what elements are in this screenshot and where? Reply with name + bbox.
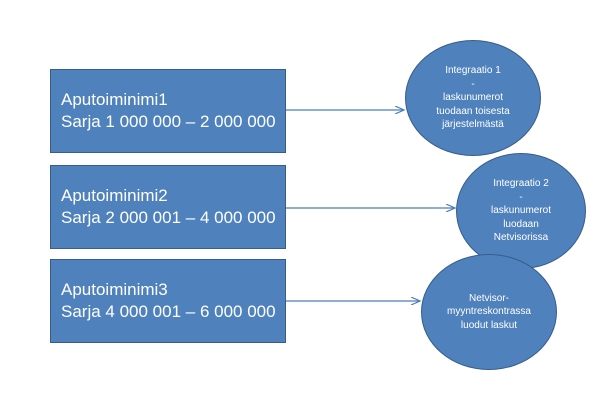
circle-line: Integraatio 1 <box>445 65 501 77</box>
circle-line: luodut laskut <box>460 319 518 331</box>
circle-integraatio-2: Integraatio 2 - laskunumerot luodaan Net… <box>456 153 586 269</box>
circle-netvisor: Netvisor- myyntreskontrassa luodut lasku… <box>421 254 557 370</box>
box-range: Sarja 2 000 001 – 4 000 000 <box>61 208 276 227</box>
circle-line: järjestelmästä <box>442 119 504 131</box>
circle-line: luodaan <box>503 218 539 230</box>
circle-line: - <box>519 191 523 203</box>
box-title: Aputoiminimi2 <box>61 186 168 205</box>
box-aputoiminimi3: Aputoiminimi3 Sarja 4 000 001 – 6 000 00… <box>50 259 286 343</box>
circle-line: tuodaan toisesta <box>436 105 510 117</box>
circle-line: laskunumerot <box>490 205 552 217</box>
circle-line: Netvisor- <box>468 292 509 304</box>
box-aputoiminimi1: Aputoiminimi1 Sarja 1 000 000 – 2 000 00… <box>50 69 286 153</box>
circle-line: Netvisorissa <box>493 232 549 244</box>
box-range: Sarja 1 000 000 – 2 000 000 <box>61 112 276 131</box>
circle-line: - <box>471 78 475 90</box>
circle-line: myyntreskontrassa <box>447 306 531 318</box>
box-aputoiminimi2: Aputoiminimi2 Sarja 2 000 001 – 4 000 00… <box>50 165 286 249</box>
circle-integraatio-1: Integraatio 1 - laskunumerot tuodaan toi… <box>405 40 541 156</box>
circle-line: Integraatio 2 <box>493 178 549 190</box>
box-range: Sarja 4 000 001 – 6 000 000 <box>61 302 276 321</box>
box-title: Aputoiminimi3 <box>61 280 168 299</box>
box-title: Aputoiminimi1 <box>61 90 168 109</box>
circle-line: laskunumerot <box>442 92 504 104</box>
